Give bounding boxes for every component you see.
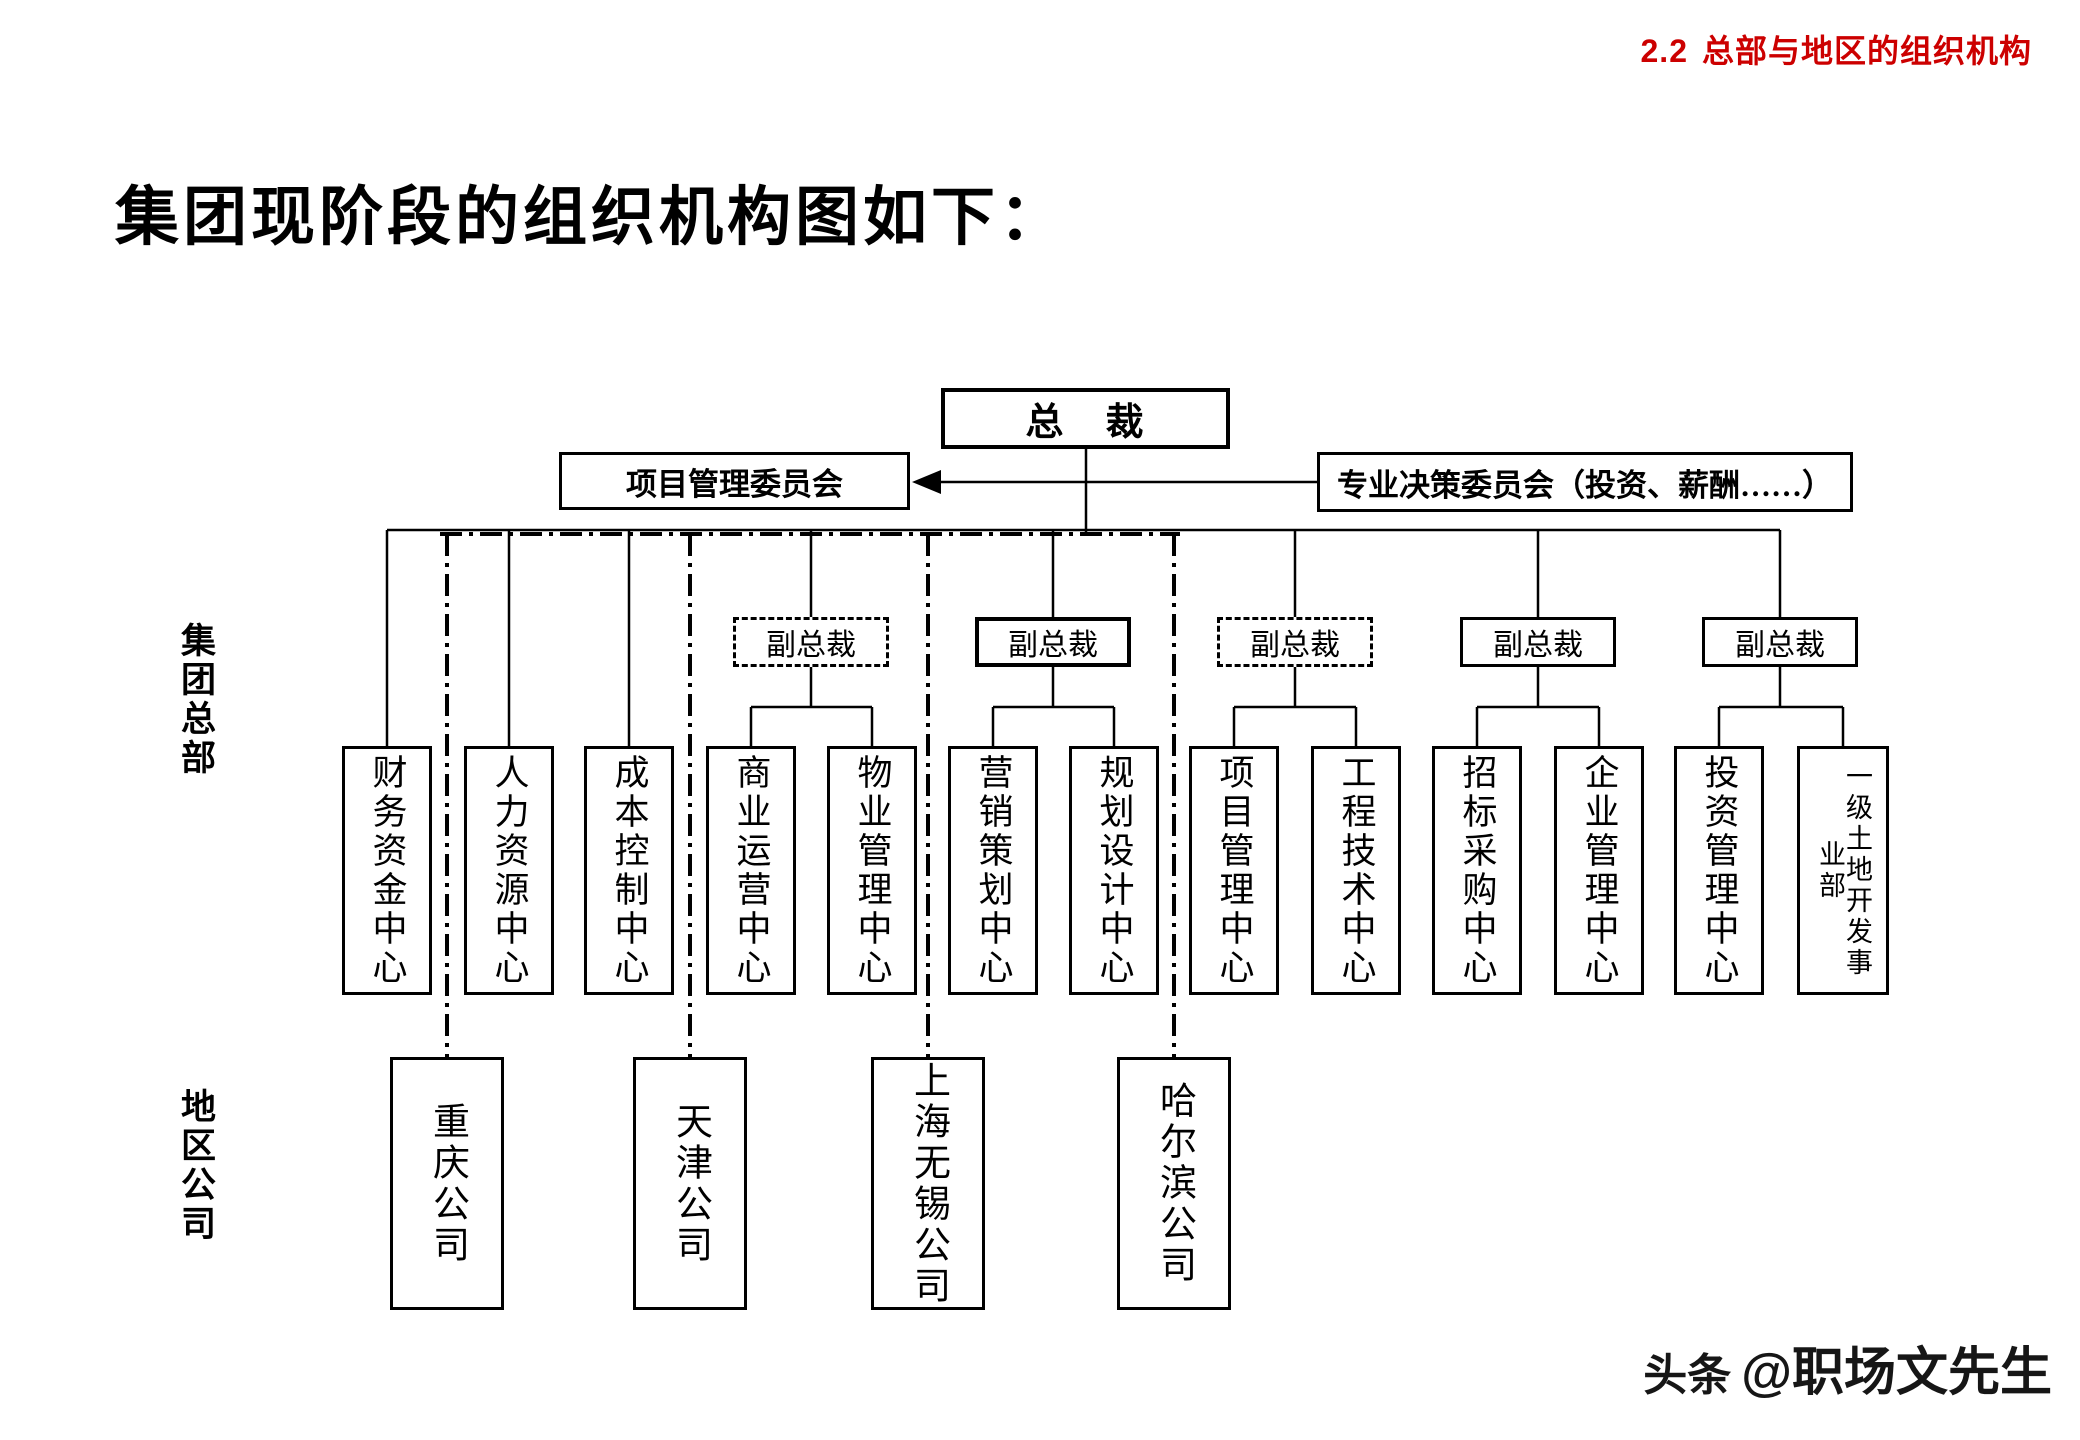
label-group-headquarters: 集团总部 <box>176 622 215 778</box>
arrowhead-left-icon <box>912 470 941 494</box>
dept-box-tendering-procurement: 招标采购中心 <box>1432 746 1522 995</box>
president-label: 总 裁 <box>1025 402 1146 444</box>
watermark: 头条@职场文先生 <box>1643 1330 2052 1405</box>
vp-tree-5 <box>1717 664 1845 748</box>
vp-label: 副总裁 <box>1008 629 1098 662</box>
dept-box-primary-land-development: 一级土地开发事业部 <box>1797 746 1889 995</box>
dept-box-marketing-planning: 营销策划中心 <box>948 746 1038 995</box>
regional-label: 重庆公司 <box>426 1101 468 1266</box>
watermark-brand: 头条 <box>1643 1351 1732 1400</box>
dept-box-finance-capital: 财务资金中心 <box>342 746 432 995</box>
vp-label: 副总裁 <box>1250 629 1340 662</box>
dept-label: 人力资源中心 <box>489 753 529 988</box>
vp-label: 副总裁 <box>1735 629 1825 662</box>
president-box: 总 裁 <box>941 388 1230 449</box>
project-management-committee-label: 项目管理委员会 <box>626 466 843 502</box>
dept-box-investment-management: 投资管理中心 <box>1674 746 1764 995</box>
dashdot-connectors <box>440 532 1180 1057</box>
dept-box-project-management: 项目管理中心 <box>1189 746 1279 995</box>
dept-label: 成本控制中心 <box>609 753 649 988</box>
dept-box-property-management: 物业管理中心 <box>827 746 917 995</box>
dept-label: 一级土地开发事业部 <box>1815 762 1872 979</box>
dept-label: 营销策划中心 <box>973 753 1013 988</box>
dept-label: 工程技术中心 <box>1336 753 1376 988</box>
decision-committee-box: 专业决策委员会（投资、薪酬……） <box>1317 452 1853 512</box>
dept-label: 财务资金中心 <box>367 753 407 988</box>
section-title: 总部与地区的组织机构 <box>1701 33 2032 69</box>
dept-label: 商业运营中心 <box>731 753 771 988</box>
dept-label: 企业管理中心 <box>1579 753 1619 988</box>
vp-box-1: 副总裁 <box>733 617 889 667</box>
vp-box-2: 副总裁 <box>975 617 1131 667</box>
decision-committee-label: 专业决策委员会（投资、薪酬……） <box>1337 467 1833 503</box>
vp-box-3: 副总裁 <box>1217 617 1373 667</box>
regional-label: 哈尔滨公司 <box>1153 1081 1195 1286</box>
vp-tree-2 <box>991 664 1116 748</box>
dept-box-planning-design: 规划设计中心 <box>1069 746 1159 995</box>
project-management-committee-box: 项目管理委员会 <box>559 452 910 510</box>
dept-label: 招标采购中心 <box>1457 753 1497 988</box>
regional-box-chongqing: 重庆公司 <box>390 1057 504 1310</box>
label-regional-companies: 地区公司 <box>176 1088 215 1244</box>
dept-label: 规划设计中心 <box>1094 753 1134 988</box>
regional-box-shanghai-wuxi: 上海无锡公司 <box>871 1057 985 1310</box>
dept-label: 物业管理中心 <box>852 753 892 988</box>
regional-box-tianjin: 天津公司 <box>633 1057 747 1310</box>
regional-label: 天津公司 <box>669 1101 711 1266</box>
page-title: 集团现阶段的组织机构图如下： <box>115 182 1067 253</box>
vp-box-5: 副总裁 <box>1702 617 1858 667</box>
dept-box-engineering-technology: 工程技术中心 <box>1311 746 1401 995</box>
dept-box-enterprise-management: 企业管理中心 <box>1554 746 1644 995</box>
vp-tree-1 <box>749 664 874 748</box>
section-header: 2.2 总部与地区的组织机构 <box>1641 26 2033 72</box>
regional-label: 上海无锡公司 <box>907 1060 949 1307</box>
dept-box-human-resources: 人力资源中心 <box>464 746 554 995</box>
dept-label: 项目管理中心 <box>1214 753 1254 988</box>
dept-box-commercial-operations: 商业运营中心 <box>706 746 796 995</box>
vp-box-4: 副总裁 <box>1460 617 1616 667</box>
vp-label: 副总裁 <box>766 629 856 662</box>
dept-label: 投资管理中心 <box>1699 753 1739 988</box>
regional-box-harbin: 哈尔滨公司 <box>1117 1057 1231 1310</box>
vp-tree-4 <box>1475 664 1601 748</box>
vp-label: 副总裁 <box>1493 629 1583 662</box>
solid-connectors <box>385 449 1845 748</box>
watermark-account: @职场文先生 <box>1741 1344 2052 1402</box>
section-number: 2.2 <box>1640 33 1688 69</box>
dept-box-cost-control: 成本控制中心 <box>584 746 674 995</box>
vp-tree-3 <box>1232 664 1358 748</box>
